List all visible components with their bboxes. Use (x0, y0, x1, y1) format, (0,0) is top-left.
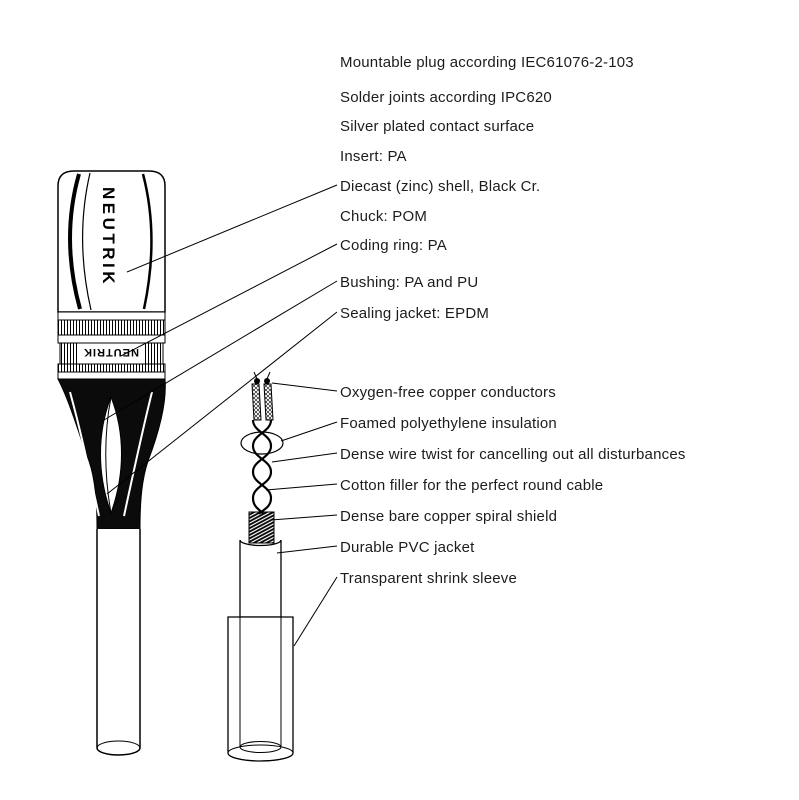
leader-bushing (103, 280, 338, 421)
xlr-connector: NEUTRIK NEUTRIK (57, 170, 166, 756)
leader-coding-ring (120, 243, 338, 357)
ring-band-knurl-top (57, 319, 166, 336)
leader-pvc-jacket (276, 545, 338, 554)
conductor-stub-right (266, 371, 271, 380)
twist-strand-b (251, 419, 273, 515)
brand-text-shell: NEUTRIK (99, 187, 118, 287)
leader-sealing-jacket (106, 311, 338, 495)
shrink-sleeve (227, 616, 294, 762)
shell-gloss-left (68, 173, 82, 310)
leader-lines (103, 184, 338, 647)
ring-band-3 (57, 371, 166, 380)
shell-gloss-inner (82, 172, 92, 311)
conductor-stub-left (253, 371, 258, 380)
cable-cutaway (227, 371, 294, 762)
leader-conductors (271, 382, 338, 392)
pvc-jacket (239, 540, 282, 618)
conductor-left (251, 383, 262, 421)
boot-groove-center (105, 396, 112, 514)
cable-end (96, 740, 141, 756)
leader-insulation (280, 421, 338, 442)
shell-gloss-right (141, 173, 153, 310)
leader-spiral-shield (270, 514, 338, 521)
sleeve-end (227, 744, 294, 762)
coding-ring-knurl-right (145, 343, 163, 364)
leader-cotton-filler (265, 483, 338, 491)
leader-shell (126, 184, 338, 273)
conductor-tip-right (264, 378, 270, 384)
insulation-ring (240, 431, 284, 455)
cable-body (96, 529, 141, 756)
conductor-right (263, 383, 274, 421)
ring-band-1 (57, 311, 166, 321)
jacket-end (239, 741, 282, 753)
leader-shrink-sleeve (293, 576, 338, 647)
leader-wire-twist (271, 452, 338, 463)
pvc-jacket-rim (239, 539, 282, 547)
boot-highlight-right (123, 391, 153, 517)
ring-band-knurl-bottom (57, 363, 166, 373)
twist-strand-a (251, 419, 273, 515)
spiral-shield (248, 511, 275, 544)
boot-highlight-left (69, 391, 100, 517)
conductor-tip-left (254, 378, 260, 384)
brand-text-ring: NEUTRIK (83, 346, 139, 358)
coding-ring-knurl-left (60, 343, 78, 364)
